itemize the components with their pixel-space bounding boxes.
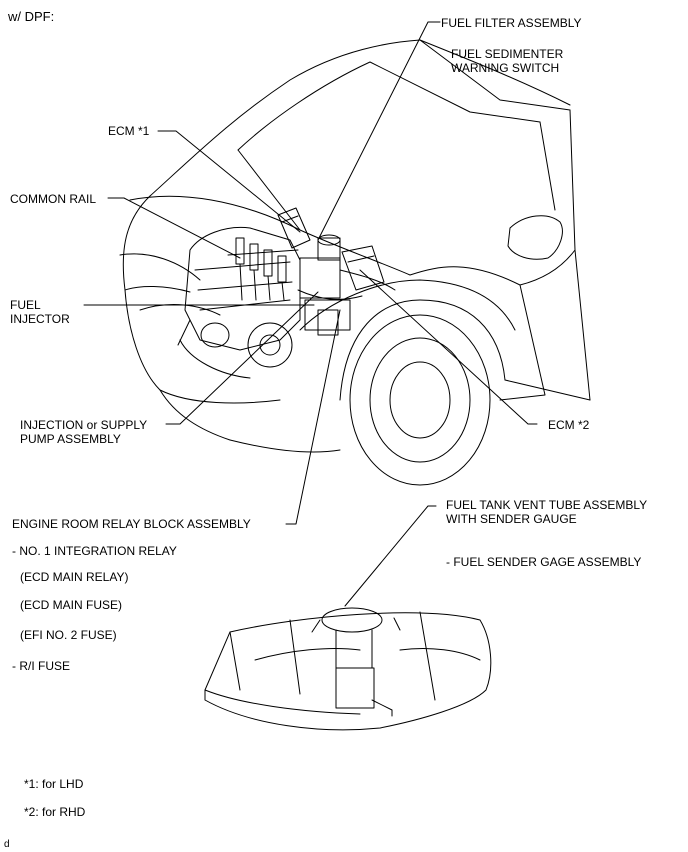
variant-heading: w/ DPF:	[8, 9, 55, 24]
label-fuel-injector-line1: FUEL	[10, 298, 41, 312]
label-fuel-tank-vent-line2: WITH SENDER GAUGE	[446, 512, 577, 526]
engine-assembly	[177, 226, 301, 379]
label-engine-room-relay-block: ENGINE ROOM RELAY BLOCK ASSEMBLY	[12, 517, 251, 531]
label-ecm-rhd: ECM *2	[548, 418, 590, 432]
footnote-lhd: *1: for LHD	[24, 777, 84, 791]
ecm-modules	[277, 207, 385, 291]
label-injection-pump-line2: PUMP ASSEMBLY	[20, 432, 121, 446]
label-common-rail: COMMON RAIL	[10, 192, 97, 206]
label-fuel-filter-assembly: FUEL FILTER ASSEMBLY	[441, 16, 582, 30]
leader-lines	[83, 21, 538, 607]
relay-item-ecd-main-relay: (ECD MAIN RELAY)	[20, 570, 129, 584]
relay-item-integration-relay: - NO. 1 INTEGRATION RELAY	[12, 544, 177, 558]
corner-mark: d	[4, 839, 10, 850]
relay-item-ecd-main-fuse: (ECD MAIN FUSE)	[20, 598, 122, 612]
vehicle-outline	[119, 39, 591, 486]
label-ecm-lhd: ECM *1	[108, 124, 150, 138]
fuel-injectors	[227, 237, 299, 301]
relay-item-ri-fuse: - R/I FUSE	[12, 659, 71, 673]
fuel-tank	[204, 607, 492, 731]
label-fuel-tank-vent-line1: FUEL TANK VENT TUBE ASSEMBLY	[446, 498, 648, 512]
label-fuel-sedimenter-line2: WARNING SWITCH	[451, 61, 560, 75]
label-fuel-injector-line2: INJECTOR	[10, 312, 70, 326]
label-fuel-sedimenter-line1: FUEL SEDIMENTER	[451, 47, 564, 61]
label-injection-pump-line1: INJECTION or SUPPLY	[20, 418, 148, 432]
tank-item-fuel-sender-gage: - FUEL SENDER GAGE ASSEMBLY	[446, 555, 642, 569]
footnote-rhd: *2: for RHD	[24, 805, 86, 819]
relay-item-efi-no2-fuse: (EFI NO. 2 FUSE)	[20, 628, 117, 642]
